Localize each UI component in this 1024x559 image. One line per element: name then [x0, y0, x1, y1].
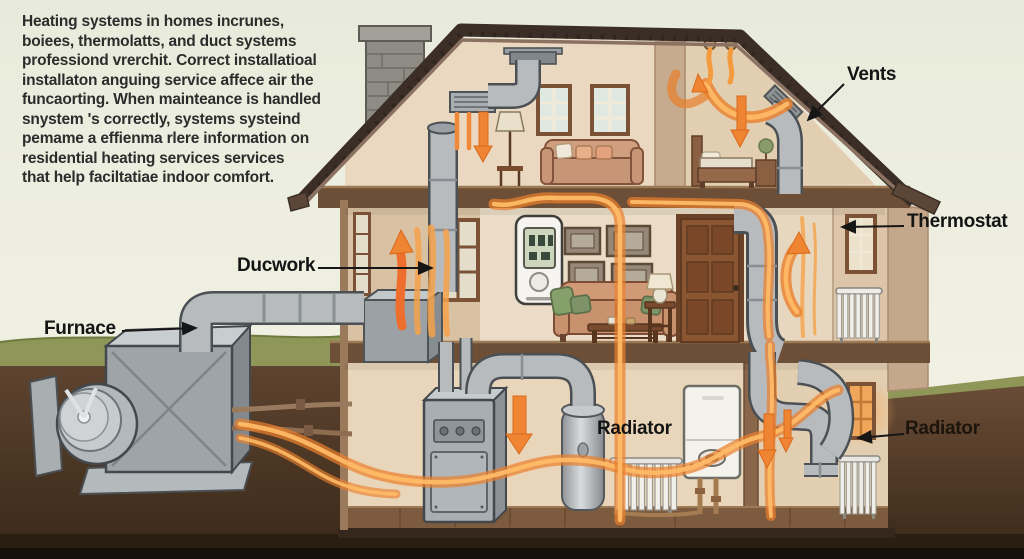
- duct-furnace-to-house: [196, 294, 364, 352]
- furnace-bracket: [28, 374, 64, 478]
- intro-line: residential heating services services: [22, 149, 285, 167]
- wall-vent-register: [449, 91, 496, 113]
- ductwork-pipes: [427, 60, 841, 478]
- soil-right: [886, 378, 1024, 559]
- thermostat-device: [514, 214, 564, 306]
- roof: [287, 23, 942, 215]
- leader-lines: [121, 83, 905, 444]
- foundation-slab: [338, 528, 895, 538]
- side-table-lamp: [644, 273, 676, 342]
- intro-line: funcaorting. When mainteance is handled: [22, 91, 321, 108]
- left-wall-edge: [340, 200, 348, 530]
- heat-up-arrow-shaft: [395, 245, 407, 331]
- down-arrow-basement-right-2: [778, 437, 794, 454]
- attic-floor-lamp: [495, 111, 525, 186]
- attic-sofa: [540, 139, 644, 185]
- intro-line: installaton anguing service affece air t…: [22, 71, 314, 89]
- attic-divider-wall: [654, 41, 686, 189]
- attic-floor-band: [318, 186, 910, 208]
- furnace-leader: [121, 321, 198, 336]
- attic-s-arrow: [691, 72, 709, 93]
- soil-darkest-band: [0, 548, 1024, 559]
- intro-line: professiond vrerchit. Correct installati…: [22, 52, 317, 69]
- basement-furnace-unit: [421, 385, 509, 525]
- intro-line: that help faciltatiae indoor comfort.: [22, 169, 274, 186]
- intro-line: pemame a effienma rlere information on: [22, 130, 309, 147]
- label-radiator-exterior: Radiator: [905, 418, 980, 439]
- intro-line: snystem 's correctly, systems systeind: [22, 110, 301, 128]
- supply-pipe-upper: [231, 401, 353, 413]
- bedroom-radiator: [835, 287, 883, 343]
- intro-paragraph: Heating systems in homes incrunes, boiee…: [22, 12, 321, 188]
- radiator-supply-pipe: [804, 462, 838, 478]
- label-ductwork: Ducwork: [237, 255, 316, 276]
- basement-contents: [360, 288, 881, 525]
- label-vents: Vents: [847, 64, 897, 85]
- door-knob: [733, 285, 739, 291]
- thermostat-leader: [840, 219, 905, 234]
- heat-flow: [234, 47, 844, 526]
- label-thermostat: Thermostat: [907, 211, 1008, 232]
- interior-door: [676, 214, 744, 343]
- duct-attic-right: [770, 112, 803, 194]
- furnace-blower: [55, 382, 139, 466]
- attic-window-1: [536, 84, 572, 136]
- label-radiator-basement: Radiator: [597, 418, 672, 439]
- up-arrow-head-midfloor: [389, 228, 414, 255]
- down-arrow-attic-right: [730, 129, 750, 149]
- down-arrow-basement-right-1: [757, 449, 777, 470]
- duct-to-water-heater: [478, 354, 583, 406]
- down-arrow-attic-left: [473, 145, 493, 164]
- label-furnace: Furnace: [44, 318, 116, 339]
- eave-left: [287, 191, 310, 212]
- vents-leader: [806, 83, 845, 122]
- bedroom-window: [845, 214, 877, 274]
- fascia-right: [890, 181, 942, 215]
- up-arrow-bedroom: [786, 230, 811, 255]
- thermostat-lcd: [523, 227, 556, 269]
- thermostat-button: [529, 272, 549, 292]
- intro-line: boiees, thermolatts, and duct systems: [22, 32, 297, 50]
- basement-right-radiator: [837, 455, 881, 519]
- attic-window-2: [590, 84, 630, 136]
- bed: [691, 135, 757, 188]
- basement-left-room: [345, 363, 746, 528]
- heat-arrowheads: [389, 72, 811, 470]
- grass-right: [886, 376, 1024, 399]
- down-arrow-basement: [505, 433, 533, 455]
- nightstand-plant: [755, 138, 777, 187]
- bedroom-contents: [835, 287, 883, 343]
- radiator-exterior-leader: [856, 429, 905, 444]
- midfloor-window-narrow: [353, 212, 371, 296]
- intro-line: Heating systems in homes incrunes,: [22, 13, 284, 30]
